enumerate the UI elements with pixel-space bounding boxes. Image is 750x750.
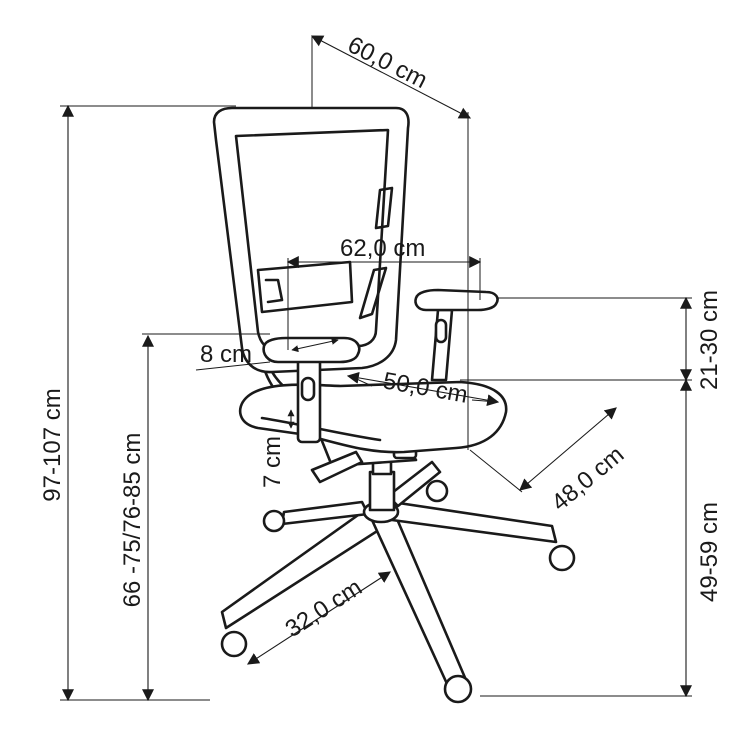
adjust-lever bbox=[310, 450, 364, 484]
label-arm-height-range: 21-30 cm bbox=[696, 290, 723, 390]
armrest-right bbox=[414, 288, 499, 382]
label-total-height: 97-107 cm bbox=[39, 388, 66, 501]
chair-drawing bbox=[212, 106, 576, 704]
lumbar-support bbox=[256, 260, 354, 314]
label-arm-gap: 7 cm bbox=[259, 436, 286, 488]
label-seat-depth: 48,0 cm bbox=[547, 441, 630, 517]
base-leg-right bbox=[390, 500, 558, 544]
label-arm-floor-height: 66 -75/76-85 cm bbox=[119, 433, 146, 608]
dim-seat-width bbox=[346, 371, 500, 407]
dim-depth-top bbox=[310, 35, 472, 119]
label-width-arms: 62,0 cm bbox=[340, 235, 425, 262]
dim-seat-depth bbox=[519, 407, 617, 491]
caster-right bbox=[548, 544, 576, 572]
label-arm-width: 8 cm bbox=[200, 341, 252, 368]
caster-front-left bbox=[220, 630, 248, 658]
label-depth-top: 60,0 cm bbox=[343, 31, 431, 94]
dimension-lines bbox=[60, 35, 692, 702]
dim-arm-width bbox=[291, 337, 339, 353]
base-leg-front bbox=[370, 510, 468, 688]
casters bbox=[220, 479, 576, 704]
caster-back-right bbox=[425, 479, 449, 503]
caster-back-left bbox=[262, 509, 286, 533]
label-seat-height: 49-59 cm bbox=[696, 502, 723, 602]
backrest bbox=[212, 106, 410, 374]
caster-front bbox=[443, 674, 473, 704]
dim-base-radius bbox=[246, 571, 392, 665]
